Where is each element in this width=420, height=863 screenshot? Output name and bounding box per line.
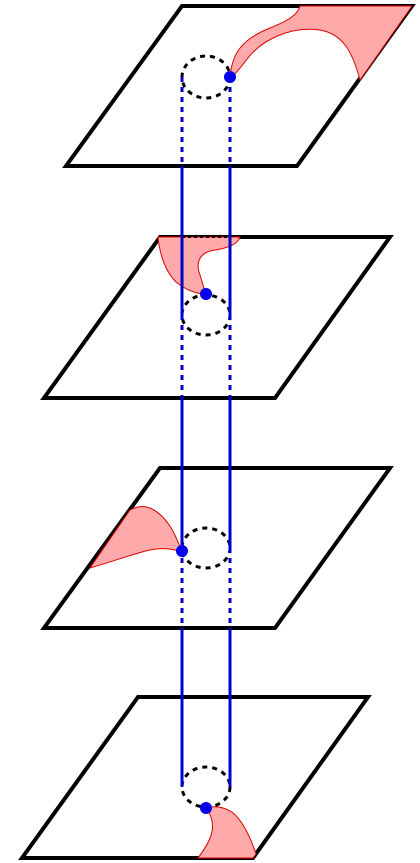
region-3 [88, 506, 183, 569]
region-4 [197, 806, 257, 859]
plane-2 [40, 235, 394, 400]
layer-3 [40, 466, 394, 630]
point-3 [176, 545, 188, 557]
point-2 [200, 288, 212, 300]
plane-4 [18, 695, 372, 860]
layer-1 [62, 4, 416, 168]
region-2 [157, 236, 241, 295]
region-1 [229, 5, 413, 82]
tube [180, 77, 232, 787]
layer-2 [40, 235, 394, 400]
point-4 [200, 802, 212, 814]
plane-3 [40, 466, 394, 630]
point-1 [224, 71, 236, 83]
layer-4 [18, 695, 372, 860]
